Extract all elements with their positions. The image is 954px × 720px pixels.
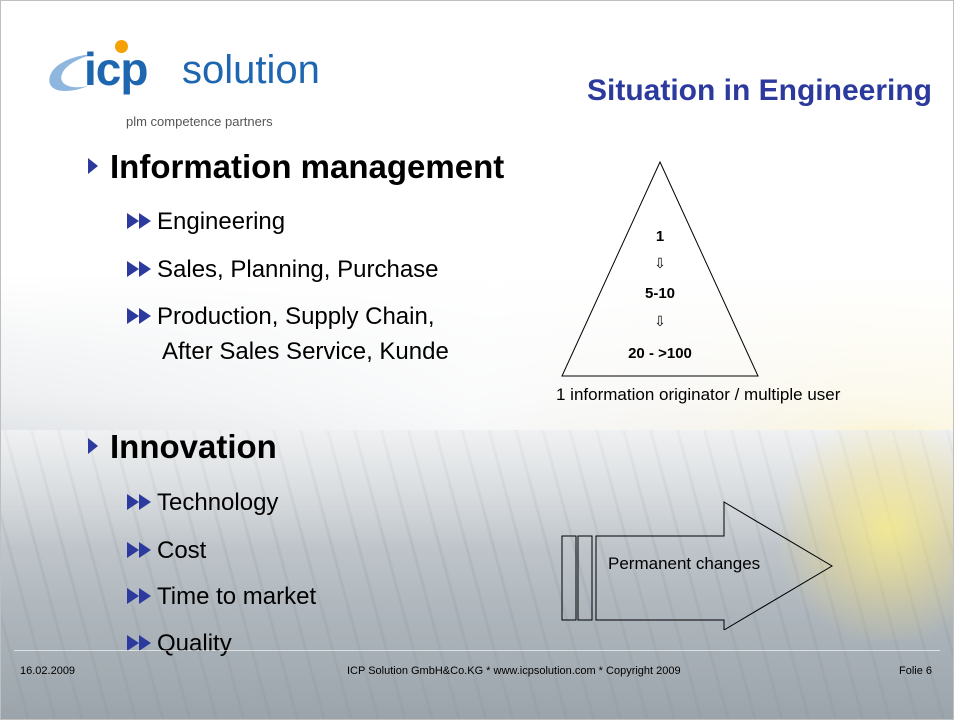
pyramid-level-3: 20 - >100 [628, 345, 692, 362]
section-heading-information-management: Information management [88, 148, 504, 186]
double-arrow-bullet-icon [127, 493, 157, 510]
permanent-changes-label: Permanent changes [608, 554, 761, 573]
list-item-continuation: After Sales Service, Kunde [162, 338, 449, 365]
triangle-bullet-icon [88, 438, 98, 455]
list-item: Quality [127, 630, 232, 658]
double-arrow-bullet-icon [127, 307, 157, 324]
double-arrow-bullet-icon [127, 587, 157, 604]
footer-copyright: ICP Solution GmbH&Co.KG * www.icpsolutio… [347, 665, 681, 677]
slide-title: Situation in Engineering [587, 74, 932, 107]
down-arrow-icon: ⇩ [654, 255, 666, 271]
permanent-changes-arrow [561, 501, 833, 630]
pyramid-level-2: 5-10 [644, 285, 676, 302]
footer-date: 16.02.2009 [20, 665, 76, 677]
list-item: Cost [127, 537, 206, 565]
list-item: Production, Supply Chain, [127, 303, 435, 331]
double-arrow-bullet-icon [127, 260, 157, 277]
list-item: Engineering [127, 208, 285, 236]
pyramid-level-1: 1 [655, 228, 665, 245]
logo-brand-light: solution [182, 48, 320, 92]
section-heading-innovation: Innovation [88, 428, 277, 466]
list-item: Sales, Planning, Purchase [127, 256, 439, 284]
list-item: Time to market [127, 583, 316, 611]
double-arrow-bullet-icon [127, 541, 157, 558]
logo-brand-bold: icp [84, 43, 148, 95]
triangle-bullet-icon [88, 158, 98, 175]
footer-divider [14, 650, 940, 651]
list-item: Technology [127, 489, 278, 517]
light-glow [780, 420, 954, 640]
double-arrow-bullet-icon [127, 634, 157, 651]
logo-tagline: plm competence partners [126, 114, 273, 129]
pyramid-diagram [561, 160, 759, 377]
down-arrow-icon: ⇩ [654, 313, 666, 329]
logo-dot-icon [115, 40, 128, 53]
pyramid-caption: 1 information originator / multiple user [556, 385, 841, 404]
logo-swoosh-icon [49, 54, 94, 91]
footer-page-number: Folie 6 [899, 665, 933, 677]
double-arrow-bullet-icon [127, 212, 157, 229]
